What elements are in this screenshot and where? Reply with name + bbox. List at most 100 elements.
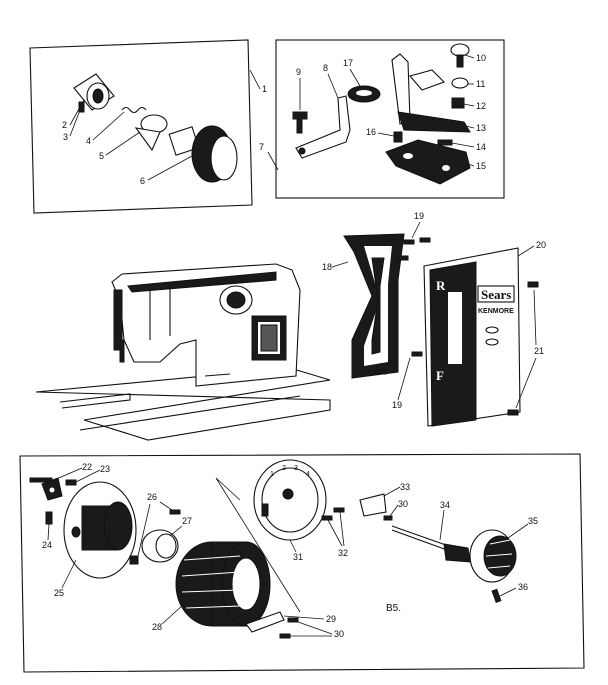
part-38-screw <box>383 515 393 521</box>
callout-18: 18 <box>322 262 332 272</box>
leader-23 <box>75 469 101 483</box>
leader-16 <box>377 132 395 137</box>
part-21-screw-b <box>507 409 519 416</box>
part-23-screw <box>65 479 77 486</box>
leader-19-top <box>411 221 421 239</box>
leader-21-a <box>533 289 537 346</box>
part-32-screw-b <box>333 507 345 513</box>
leader-25 <box>61 559 77 589</box>
group-box-upper-right <box>275 39 505 199</box>
part-35-knob <box>469 529 517 583</box>
callout-25: 25 <box>54 588 64 598</box>
callout-36: 36 <box>518 582 528 592</box>
leader-18 <box>331 261 349 268</box>
leader-26-a <box>137 503 151 557</box>
callout-23: 23 <box>100 464 110 474</box>
callout-15: 15 <box>476 161 486 171</box>
leader-1 <box>249 69 261 90</box>
leader-5 <box>105 131 141 156</box>
leader-35 <box>507 523 529 539</box>
group-box-bottom <box>19 453 585 673</box>
part-6-hand-wheel <box>168 125 238 183</box>
callout-13: 13 <box>476 123 486 133</box>
bobbin-winder-assembly-group: 1 2 3 4 22 23 24 25 <box>19 453 585 673</box>
part-24-screw <box>45 511 53 525</box>
leader-30-a <box>297 621 333 635</box>
callout-4: 4 <box>86 136 91 146</box>
part-29-bracket <box>245 611 285 633</box>
callout-28: 28 <box>152 622 162 632</box>
leader-29 <box>283 615 325 620</box>
part-9-thumb-screw <box>292 111 308 134</box>
part-15-base <box>385 139 471 185</box>
part-30-screw-a <box>287 617 299 623</box>
footer-code: B5. <box>386 603 401 614</box>
part-3-screw <box>78 101 85 113</box>
leader-20 <box>517 245 535 257</box>
callout-7: 7 <box>259 142 264 152</box>
brand-badge <box>477 285 515 303</box>
presser-bar-assembly-group: 9 8 17 10 11 12 13 14 15 16 <box>275 39 505 199</box>
part-22-latch <box>29 477 63 501</box>
callout-26: 26 <box>147 492 157 502</box>
callout-27: 27 <box>182 516 192 526</box>
dial-number-3: 3 <box>294 465 298 472</box>
dial-number-1: 1 <box>270 471 274 478</box>
callout-30-bottom: 30 <box>334 629 344 639</box>
group-box-upper-left <box>29 39 253 214</box>
part-36-screw <box>491 588 502 603</box>
part-31-dial-plate: 1 2 3 4 <box>253 459 327 541</box>
leader-2 <box>69 99 85 126</box>
part-27-ring <box>141 529 179 563</box>
leader-10 <box>464 54 475 59</box>
part-32-screw-a <box>321 515 333 521</box>
callout-21: 21 <box>534 346 544 356</box>
bracket-lines <box>215 477 301 613</box>
callout-12: 12 <box>476 101 486 111</box>
faceplate-letter-r: R <box>436 278 446 293</box>
part-5-washer <box>134 114 168 152</box>
part-19-screw-d <box>375 369 387 375</box>
brand-name: Sears <box>481 287 511 302</box>
part-19-screw-b <box>419 237 431 243</box>
leader-33 <box>383 486 401 497</box>
callout-33: 33 <box>400 482 410 492</box>
leader-22 <box>53 467 83 481</box>
part-4-spring <box>121 106 147 114</box>
part-8-plate <box>295 95 351 159</box>
part-14-pin <box>437 139 453 146</box>
leader-31 <box>289 539 297 553</box>
callout-30-right: 30 <box>398 499 408 509</box>
part-10-screw <box>450 43 470 68</box>
leader-36 <box>499 587 517 597</box>
face-plate-assembly: R F Sears KENMORE 20 21 <box>423 240 546 427</box>
leader-26-b <box>159 501 173 511</box>
leader-3 <box>69 109 81 137</box>
dial-number-2: 2 <box>282 465 286 472</box>
part-26-screw-b <box>129 555 139 565</box>
callout-35: 35 <box>528 516 538 526</box>
callout-1: 1 <box>262 84 267 94</box>
leader-24 <box>47 523 50 541</box>
callout-11: 11 <box>476 79 485 89</box>
part-2-bushing <box>73 73 115 111</box>
machine-head <box>35 263 331 441</box>
part-25-housing <box>63 481 137 579</box>
part-21-screw-a <box>527 281 539 288</box>
callout-31: 31 <box>293 552 303 562</box>
leader-21-b <box>515 357 537 409</box>
part-11-lever <box>409 69 445 91</box>
part-13-arm <box>391 53 471 133</box>
callout-19-top: 19 <box>414 211 424 221</box>
leader-6 <box>147 155 193 181</box>
part-19-screw-c <box>397 255 409 261</box>
dial-number-4: 4 <box>306 471 310 478</box>
leader-17-a <box>349 68 361 87</box>
leader-28 <box>161 603 185 625</box>
machine-needle-bar <box>113 289 123 351</box>
part-33-link <box>359 493 387 517</box>
leader-13 <box>465 125 475 129</box>
callout-8: 8 <box>323 63 328 73</box>
leader-15 <box>467 163 475 167</box>
